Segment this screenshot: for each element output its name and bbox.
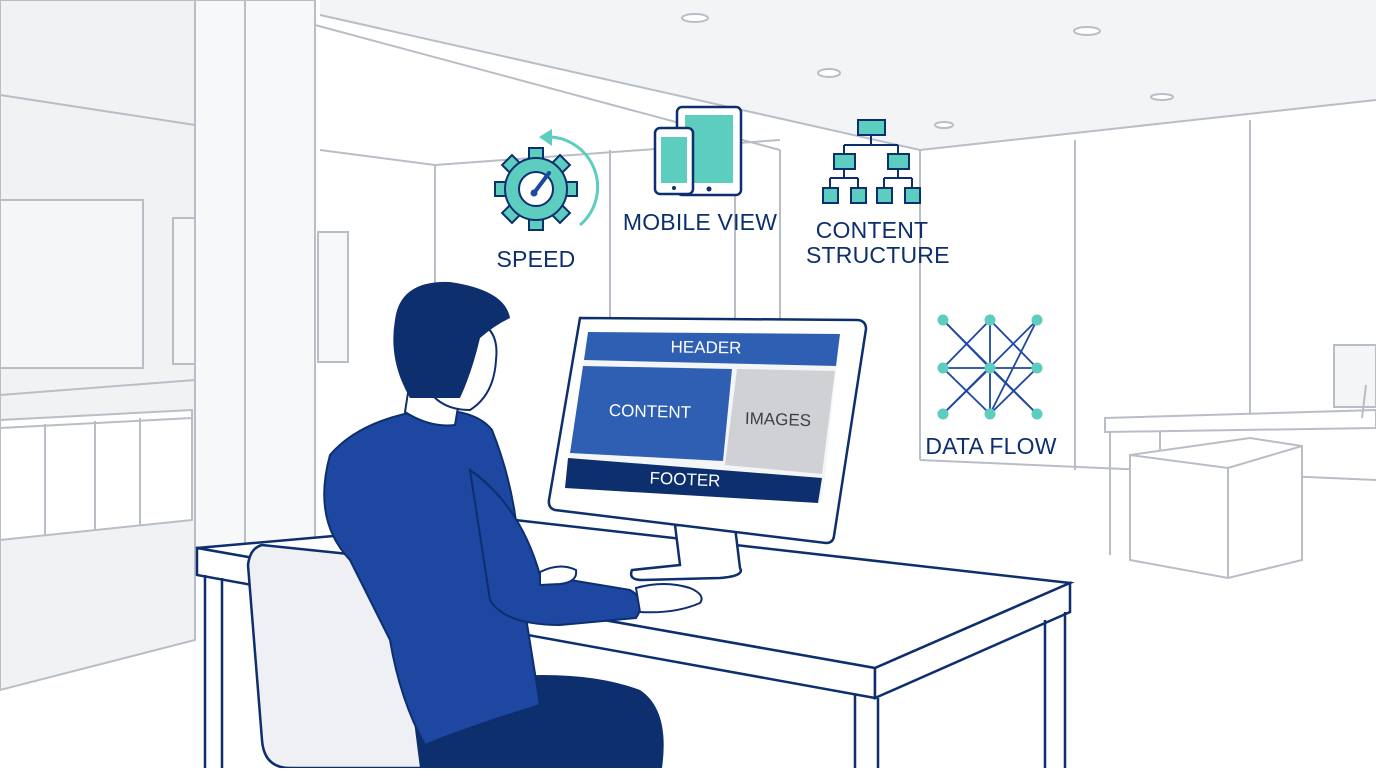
sitemap-hierarchy-icon [822,119,921,204]
speed-label: SPEED [496,246,576,272]
screen-content-label: CONTENT [608,400,692,423]
content-structure-label-line2: STRUCTURE [806,242,950,268]
tablet-phone-icon [653,105,743,197]
network-nodes-icon [937,314,1043,420]
person [323,281,703,768]
mobile-view-label: MOBILE VIEW [622,209,778,235]
gear-gauge-icon [494,129,600,231]
content-structure-label-line1: CONTENT [815,217,929,243]
screen-header-label: HEADER [670,337,742,358]
monitor [547,316,868,582]
data-flow-label: DATA FLOW [925,433,1057,459]
screen-images-label: IMAGES [744,408,812,431]
